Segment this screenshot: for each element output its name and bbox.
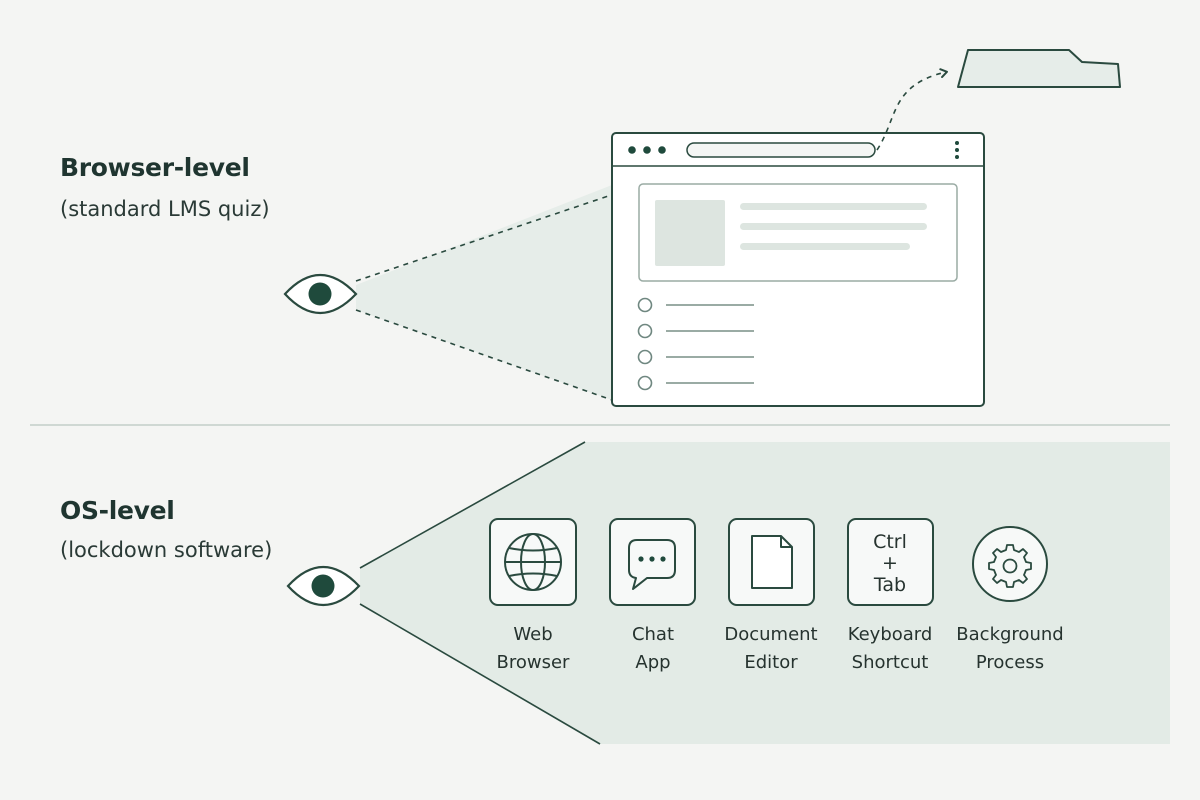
os-level-subtitle: (lockdown software)	[60, 538, 273, 562]
app-label-line1: Keyboard	[848, 624, 933, 645]
app-label-line2: Browser	[497, 652, 571, 673]
app-web-browser: Web Browser	[489, 518, 577, 673]
radio-option	[637, 323, 754, 339]
radio-option	[637, 375, 754, 391]
app-label-line2: App	[635, 652, 670, 673]
document-icon	[751, 535, 793, 589]
app-label-line2: Process	[976, 652, 1044, 673]
image-placeholder	[655, 200, 725, 266]
key-tab: Tab	[873, 574, 906, 596]
app-document-editor: Document Editor	[724, 518, 818, 673]
app-label-line2: Shortcut	[852, 652, 929, 673]
gear-icon	[988, 544, 1032, 588]
radio-option	[637, 349, 754, 365]
browser-window	[611, 132, 985, 407]
key-plus: +	[882, 552, 898, 574]
app-label-line1: Background	[956, 624, 1063, 645]
quiz-options	[637, 297, 754, 391]
app-label-line1: Chat	[632, 624, 674, 645]
address-bar	[686, 142, 876, 158]
keyboard-shortcut-icon: Ctrl + Tab	[873, 531, 907, 596]
app-background-process: Background Process	[956, 526, 1064, 673]
eye-icon	[286, 565, 361, 607]
key-ctrl: Ctrl	[873, 531, 907, 553]
app-label-line1: Document	[724, 624, 817, 645]
globe-icon	[504, 533, 562, 591]
browser-level-diagram	[283, 49, 1121, 407]
os-level-title: OS-level	[60, 496, 175, 525]
escape-arrow	[876, 68, 948, 151]
os-level-diagram: Web Browser Chat App Document Editor	[286, 441, 1170, 745]
browser-level-title: Browser-level	[60, 153, 250, 182]
eye-icon	[283, 273, 358, 315]
app-chat: Chat App	[609, 518, 696, 673]
browser-vision-cone	[356, 185, 612, 400]
browser-level-subtitle: (standard LMS quiz)	[60, 197, 270, 221]
kebab-menu-icon	[955, 141, 959, 159]
app-label-line1: Web	[513, 624, 552, 645]
app-keyboard-shortcut: Ctrl + Tab Keyboard Shortcut	[847, 518, 934, 673]
chat-bubble-icon	[628, 539, 676, 590]
app-label-line2: Editor	[744, 652, 798, 673]
radio-option	[637, 297, 754, 313]
browser-tab-icon	[957, 49, 1121, 88]
window-dots-icon	[628, 146, 666, 154]
